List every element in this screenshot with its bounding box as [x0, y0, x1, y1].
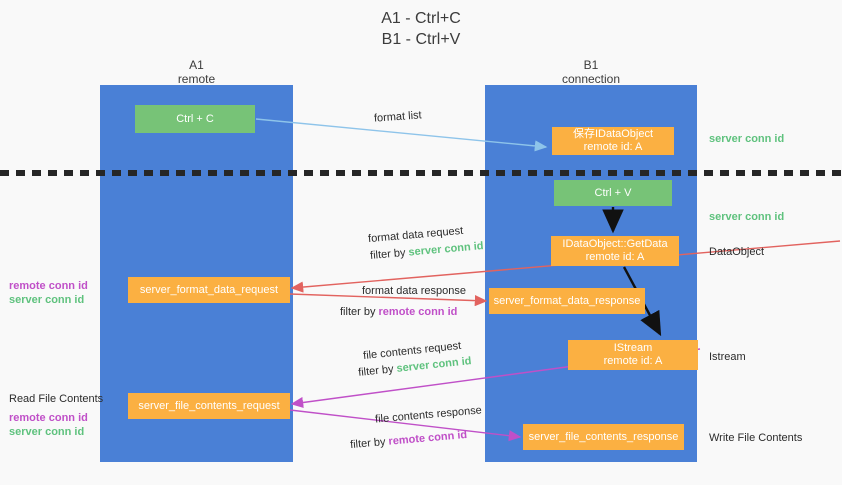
annotation-write-file-contents: Write File Contents: [709, 432, 803, 444]
node-getdata-line1: IDataObject::GetData: [562, 238, 668, 250]
annotation-left-server-conn-id-1: server conn id: [9, 294, 85, 306]
edge-label-format-data-response-line1: format data response: [362, 285, 466, 298]
node-istream-line2: remote id: A: [603, 355, 663, 367]
edge-label-format-data-response-line2: filter by remote conn id: [340, 306, 457, 319]
node-server-format-data-response-label: server_format_data_response: [493, 294, 641, 307]
edge-label-fdresp-l1: format data response: [362, 285, 466, 297]
node-server-file-contents-request[interactable]: server_file_contents_request: [128, 393, 290, 419]
edge-label-fdreq-l2-key: server conn id: [408, 240, 484, 259]
node-idataobject-getdata[interactable]: IDataObject::GetData remote id: A: [551, 236, 679, 266]
annotation-left-remote-conn-id-2: remote conn id: [9, 412, 88, 424]
node-ctrl-v-label: Ctrl + V: [594, 186, 632, 199]
edge-label-fcreq-l2-prefix: filter by: [357, 362, 398, 379]
title-line-2: B1 - Ctrl+V: [381, 31, 461, 48]
lane-b1-name: B1: [583, 58, 599, 72]
lane-a1-name: A1: [189, 58, 204, 72]
edge-label-fdresp-l2-key: remote conn id: [378, 306, 458, 318]
node-ctrl-c[interactable]: Ctrl + C: [135, 105, 255, 133]
edge-label-fcresp-l1: file contents response: [374, 404, 483, 426]
lane-b1-sub: connection: [561, 72, 621, 86]
annotation-left-server-conn-id-2: server conn id: [9, 426, 85, 438]
annotation-server-conn-id-top: server conn id: [709, 133, 785, 145]
node-getdata-line2: remote id: A: [585, 251, 645, 263]
phase-divider-dashed-line: [0, 170, 842, 176]
node-istream[interactable]: IStream remote id: A: [568, 340, 698, 370]
node-ctrl-v[interactable]: Ctrl + V: [554, 180, 672, 206]
lane-b1-header: B1 connection: [485, 58, 697, 86]
node-ctrl-c-label: Ctrl + C: [176, 112, 214, 125]
node-server-format-data-request[interactable]: server_format_data_request: [128, 277, 290, 303]
annotation-dataobject: DataObject: [709, 246, 765, 258]
node-istream-line1: IStream: [613, 342, 653, 354]
diagram-title: A1 - Ctrl+C B1 - Ctrl+V: [0, 8, 842, 50]
edge-label-format-list-text: format list: [373, 109, 423, 125]
lane-a1-sub: remote: [177, 72, 216, 86]
edge-label-file-contents-response-line2: filter by remote conn id: [350, 429, 468, 452]
title-line-1: A1 - Ctrl+C: [381, 10, 461, 27]
edge-label-fcresp-l2-prefix: filter by: [349, 435, 390, 452]
annotation-istream: Istream: [709, 351, 746, 363]
node-server-file-contents-response-label: server_file_contents_response: [528, 430, 679, 443]
node-server-format-data-response[interactable]: server_format_data_response: [489, 288, 645, 314]
edge-label-fdresp-l2-prefix: filter by: [340, 306, 379, 318]
annotation-server-conn-id-mid: server conn id: [709, 211, 785, 223]
node-server-file-contents-request-label: server_file_contents_request: [138, 399, 280, 412]
lane-a1-header: A1 remote: [100, 58, 293, 86]
node-save-idataobject-line2: remote id: A: [583, 141, 643, 153]
node-save-idataobject-line1: 保存IDataObject: [572, 128, 654, 140]
node-save-idataobject[interactable]: 保存IDataObject remote id: A: [552, 127, 674, 155]
edge-label-fdreq-l2-prefix: filter by: [369, 246, 410, 262]
edge-label-fcresp-l2-key: remote conn id: [388, 428, 468, 448]
edge-label-format-list: format list: [374, 109, 422, 125]
annotation-left-remote-conn-id-1: remote conn id: [9, 280, 88, 292]
edge-label-file-contents-response-line1: file contents response: [375, 404, 483, 426]
node-server-format-data-request-label: server_format_data_request: [139, 283, 279, 296]
annotation-read-file-contents: Read File Contents: [9, 393, 104, 405]
node-server-file-contents-response[interactable]: server_file_contents_response: [523, 424, 684, 450]
